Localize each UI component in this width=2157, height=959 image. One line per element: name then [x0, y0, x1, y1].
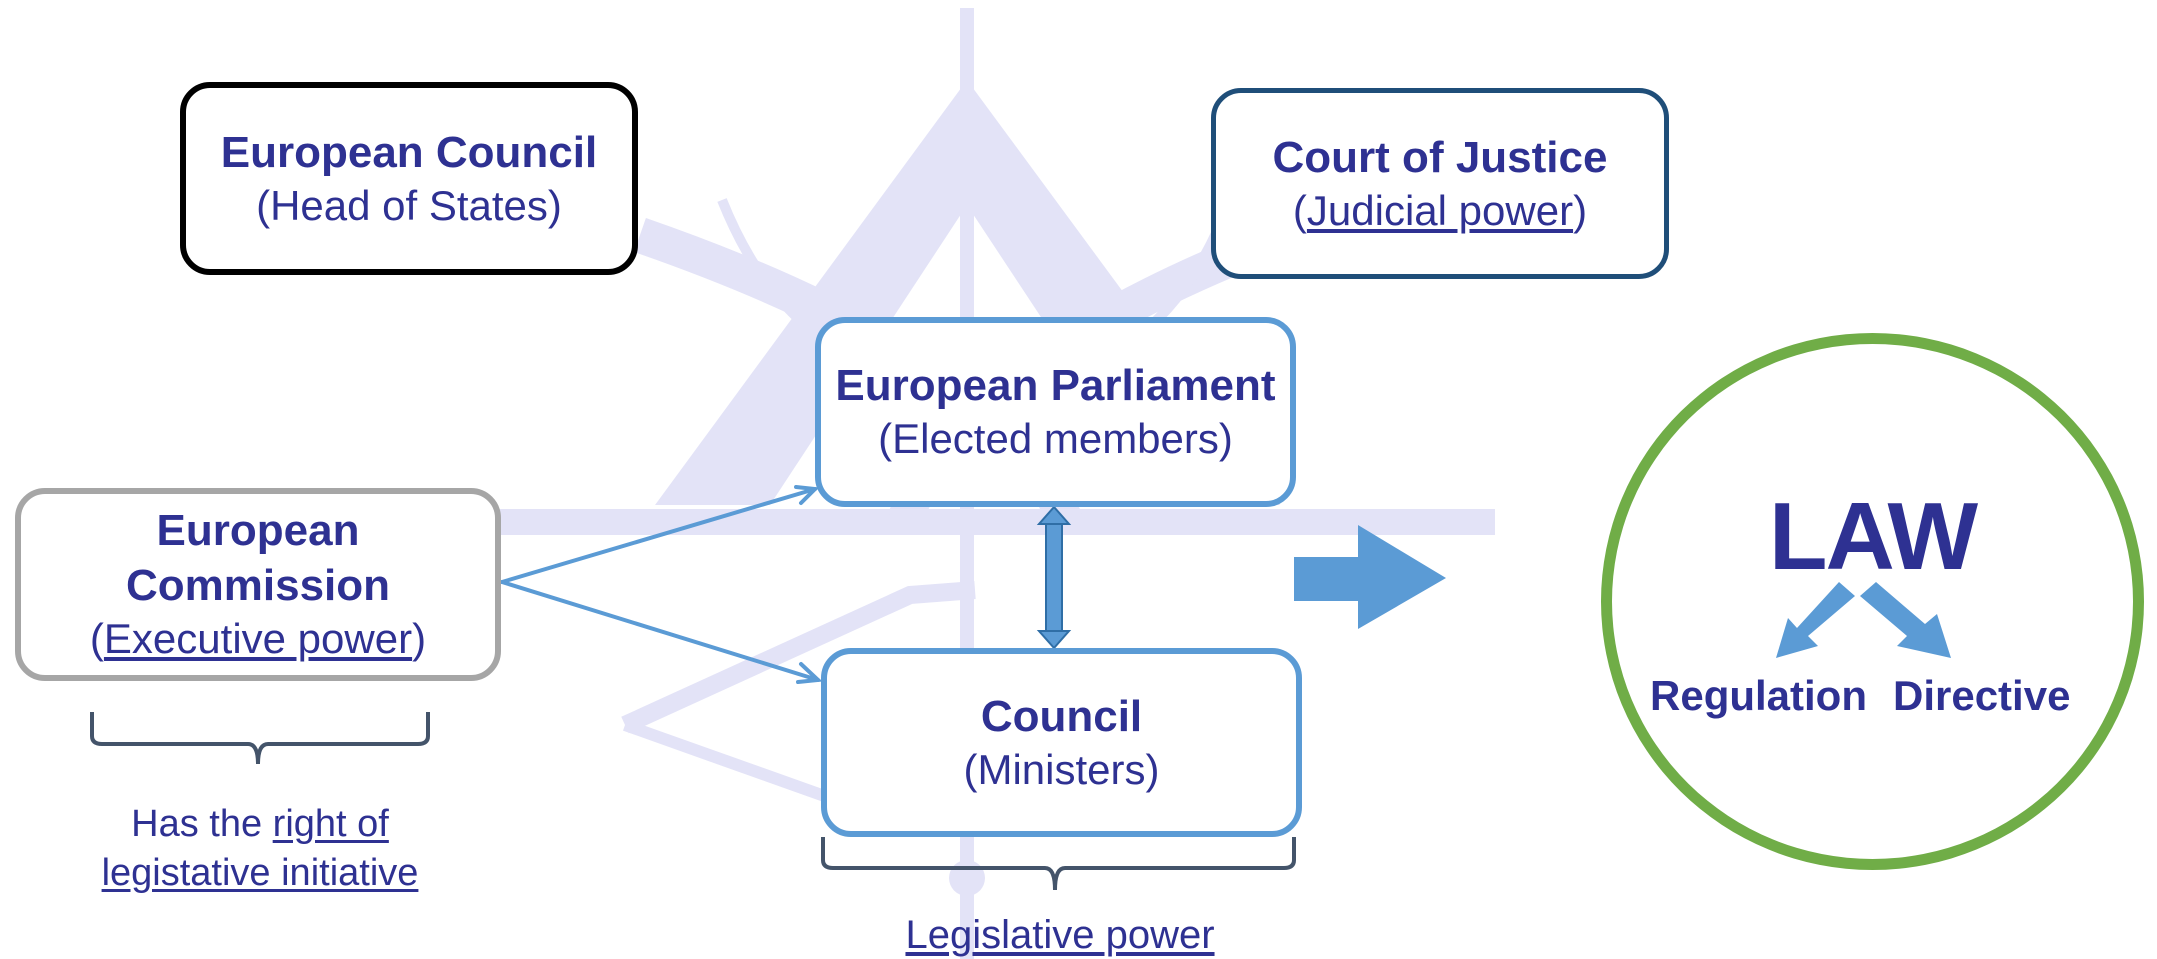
directive-label: Directive — [1893, 672, 2071, 719]
council-subtitle: (Ministers) — [963, 745, 1160, 793]
to-law-block-arrow — [1294, 525, 1446, 629]
council-brace — [821, 837, 1296, 891]
paren-close: ) — [1573, 186, 1588, 234]
court-of-justice-subtitle: (Judicial power) — [1293, 185, 1587, 238]
legislative-power-link[interactable]: Legislative power — [905, 913, 1215, 957]
arrow-to-directive — [1860, 582, 1951, 658]
european-parliament-box: European Parliament (Elected members) — [815, 317, 1296, 507]
law-title: LAW — [1768, 483, 1978, 590]
legislative-power-note: Legislative power — [820, 909, 1300, 959]
european-council-subtitle: (Head of States) — [256, 181, 562, 229]
european-council-title: European Council — [220, 127, 598, 177]
european-commission-title-line1: European — [156, 506, 360, 556]
right-of-initiative-link[interactable]: right of — [272, 803, 389, 845]
commission-to-parliament-arrow — [500, 487, 817, 584]
council-title: Council — [980, 691, 1143, 741]
legislative-initiative-link[interactable]: legistative initiative — [101, 852, 419, 895]
commission-note: Has the right of legistative initiative — [60, 800, 460, 899]
commission-to-council-arrow — [500, 580, 820, 682]
judicial-power-link[interactable]: Judicial power — [1306, 186, 1574, 234]
executive-power-link[interactable]: Executive power — [103, 615, 413, 663]
court-of-justice-box: Court of Justice (Judicial power) — [1211, 88, 1669, 279]
regulation-label: Regulation — [1650, 672, 1867, 719]
european-commission-subtitle: (Executive power) — [90, 613, 426, 666]
european-commission-title-line2: Commission — [125, 561, 391, 611]
commission-brace — [90, 712, 430, 765]
european-commission-box: European Commission (Executive power) — [15, 488, 501, 681]
european-parliament-subtitle: (Elected members) — [878, 415, 1233, 463]
commission-note-prefix: Has the — [131, 803, 273, 845]
court-of-justice-title: Court of Justice — [1272, 132, 1608, 182]
arrowhead-parliament — [794, 485, 820, 505]
european-council-box: European Council (Head of States) — [180, 82, 638, 275]
council-box: Council (Ministers) — [821, 648, 1302, 837]
european-parliament-title: European Parliament — [835, 361, 1276, 411]
arrowhead-council — [796, 662, 823, 684]
paren-close: ) — [412, 615, 427, 663]
paren-open: ( — [89, 615, 104, 663]
arrow-to-regulation — [1776, 582, 1855, 658]
paren-open: ( — [1292, 186, 1307, 234]
parliament-council-double-arrow — [1036, 505, 1072, 650]
